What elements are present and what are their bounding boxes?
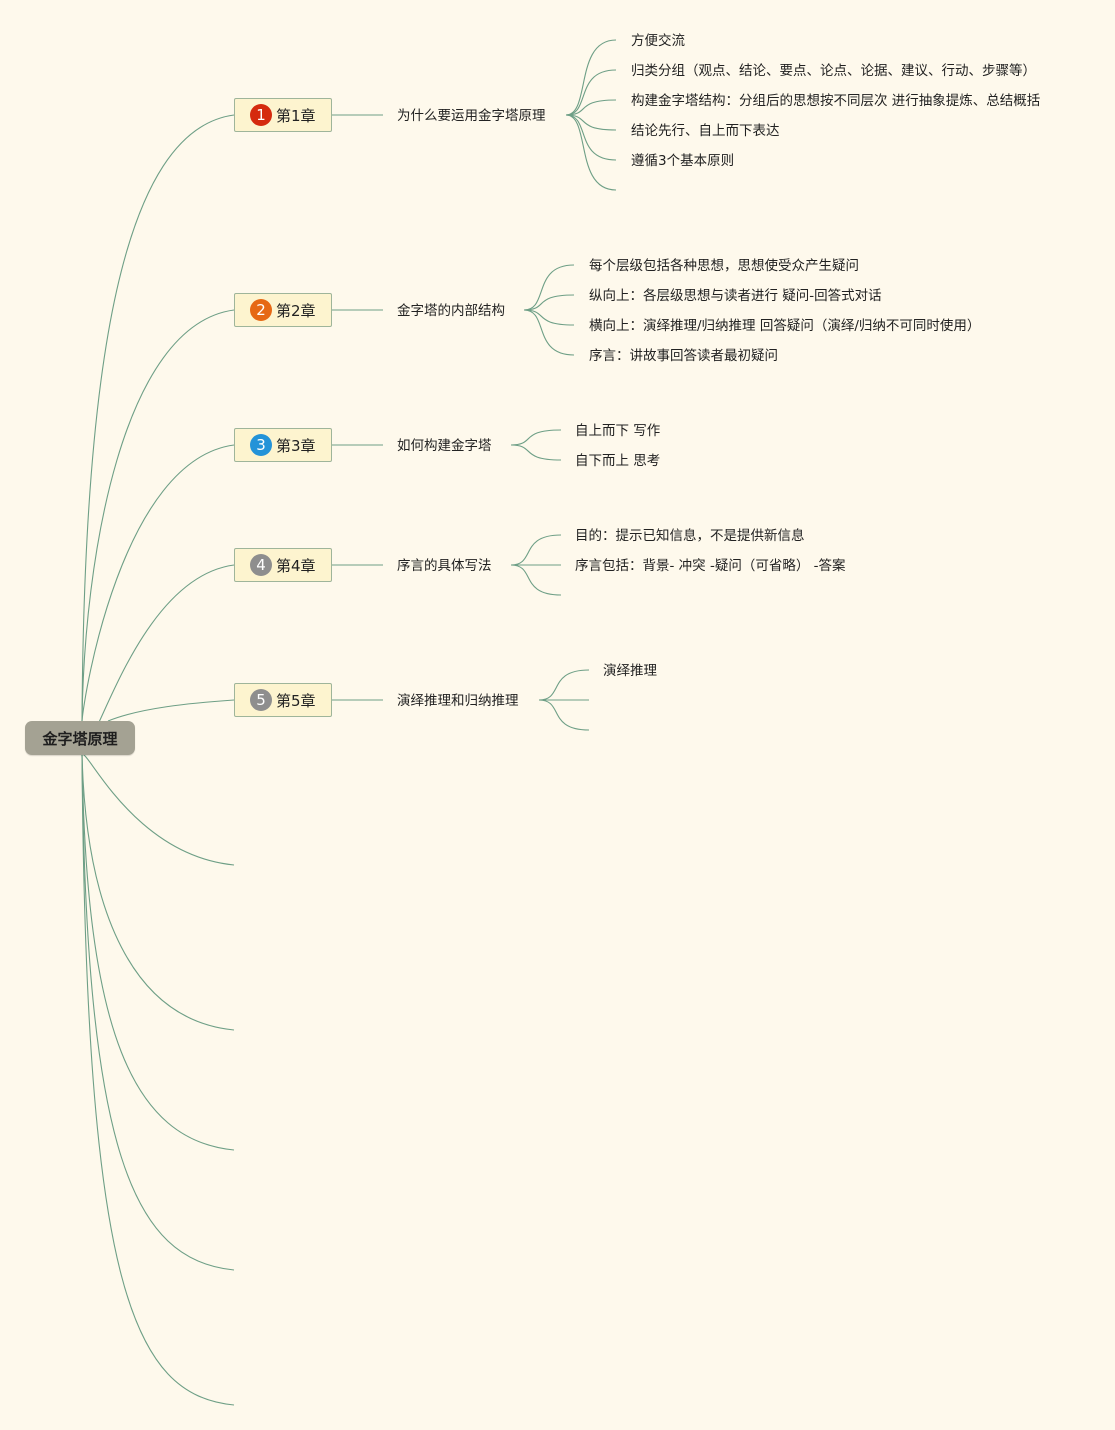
leaf-node[interactable]: 遵循3个基本原则 <box>631 153 735 169</box>
root-node[interactable]: 金字塔原理 <box>25 721 135 755</box>
chapter-label: 第3章 <box>276 436 316 455</box>
connector-line <box>523 264 575 311</box>
leaf-node[interactable]: 自下而上 思考 <box>575 453 661 469</box>
leaf-node[interactable]: 构建金字塔结构：分组后的思想按不同层次 进行抽象提炼、总结概括 <box>631 93 1041 109</box>
leaf-node[interactable]: 目的：提示已知信息，不是提供新信息 <box>575 528 805 544</box>
number-badge-icon: 5 <box>250 689 272 711</box>
chapter-label: 第5章 <box>276 691 316 710</box>
connector-line <box>81 754 235 1031</box>
connector-line <box>81 114 235 722</box>
connector-line <box>565 69 617 116</box>
connector-line <box>523 309 575 356</box>
topic-node-1[interactable]: 为什么要运用金字塔原理 <box>397 108 546 124</box>
connector-line <box>523 294 575 311</box>
topic-node-3[interactable]: 如何构建金字塔 <box>397 438 492 454</box>
connector-line <box>81 754 235 1151</box>
chapter-label: 第1章 <box>276 106 316 125</box>
connector-line <box>510 564 562 596</box>
leaf-node[interactable]: 序言：讲故事回答读者最初疑问 <box>589 348 778 364</box>
number-badge-icon: 1 <box>250 104 272 126</box>
leaf-node[interactable]: 自上而下 写作 <box>575 423 661 439</box>
connector-line <box>81 309 235 722</box>
leaf-node[interactable]: 结论先行、自上而下表达 <box>631 123 780 139</box>
connector-line <box>510 534 562 566</box>
connector-line <box>538 669 590 701</box>
leaf-node[interactable]: 序言包括：背景- 冲突 -疑问（可省略） -答案 <box>575 558 846 574</box>
number-badge-icon: 4 <box>250 554 272 576</box>
connector-line <box>81 754 235 1406</box>
chapter-node-1[interactable]: 1 第1章 <box>234 98 332 132</box>
topic-node-5[interactable]: 演绎推理和归纳推理 <box>397 693 519 709</box>
chapter-label: 第4章 <box>276 556 316 575</box>
connector-line <box>565 39 617 116</box>
connector-line <box>81 564 235 744</box>
connector-line <box>107 699 235 722</box>
connector-line <box>81 754 235 1271</box>
connector-line <box>565 114 617 131</box>
leaf-node[interactable]: 横向上：演绎推理/归纳推理 回答疑问（演绎/归纳不可同时使用） <box>589 318 981 334</box>
leaf-node[interactable]: 纵向上：各层级思想与读者进行 疑问-回答式对话 <box>589 288 882 304</box>
connector-line <box>538 699 590 731</box>
connector-line <box>565 114 617 161</box>
number-badge-icon: 2 <box>250 299 272 321</box>
connector-line <box>81 444 235 722</box>
chapter-node-2[interactable]: 2 第2章 <box>234 293 332 327</box>
connector-line <box>510 429 562 446</box>
topic-node-2[interactable]: 金字塔的内部结构 <box>397 303 505 319</box>
leaf-node[interactable]: 每个层级包括各种思想，思想使受众产生疑问 <box>589 258 859 274</box>
number-badge-icon: 3 <box>250 434 272 456</box>
leaf-node[interactable]: 方便交流 <box>631 33 685 49</box>
connector-line <box>565 114 617 191</box>
connector-line <box>510 444 562 461</box>
connector-line <box>81 753 235 866</box>
leaf-node[interactable]: 归类分组（观点、结论、要点、论点、论据、建议、行动、步骤等） <box>631 63 1036 79</box>
leaf-node[interactable]: 演绎推理 <box>603 663 657 679</box>
connector-line <box>523 309 575 326</box>
connector-line <box>565 99 617 116</box>
chapter-label: 第2章 <box>276 301 316 320</box>
topic-node-4[interactable]: 序言的具体写法 <box>397 558 492 574</box>
chapter-node-4[interactable]: 4 第4章 <box>234 548 332 582</box>
chapter-node-3[interactable]: 3 第3章 <box>234 428 332 462</box>
chapter-node-5[interactable]: 5 第5章 <box>234 683 332 717</box>
